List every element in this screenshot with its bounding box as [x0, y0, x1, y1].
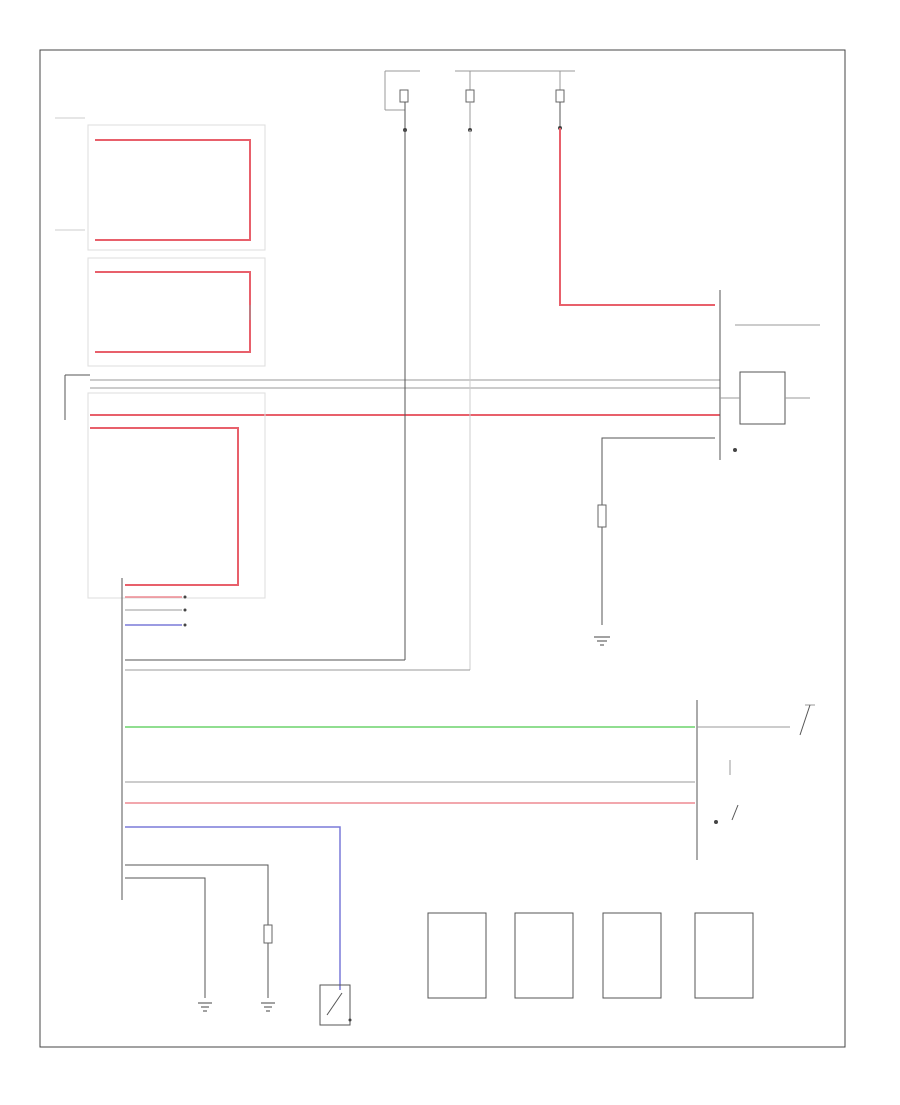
relay-icon — [348, 1018, 352, 1022]
diagram-frame — [39, 49, 846, 1048]
ground-3 — [125, 864, 275, 1012]
fuse-icon — [399, 89, 409, 103]
engine-control-module — [55, 117, 266, 251]
hot-fuse-2 — [455, 70, 490, 132]
resistor-icon — [597, 504, 607, 528]
ground-1 — [594, 437, 715, 646]
tire-pressure-sensor-lr — [602, 912, 662, 999]
tire-pressure-sensor-rf — [514, 912, 574, 999]
fuse-icon — [465, 89, 475, 103]
fuse-icon — [555, 89, 565, 103]
ground-2 — [125, 877, 212, 1012]
combination-meter — [719, 290, 820, 460]
hot-fuse-3 — [490, 70, 575, 130]
body-control-module — [121, 578, 187, 900]
hot-fuse-1 — [384, 70, 420, 132]
access-control-unit — [64, 374, 720, 599]
tire-pressure-sensor-lf — [427, 912, 487, 999]
abs-control-module — [55, 229, 266, 367]
tire-pressure-receiver — [696, 700, 815, 860]
wire-blue — [125, 826, 341, 990]
resistor-icon — [263, 924, 273, 944]
tire-pressure-sensor-rr — [694, 912, 754, 999]
ignition-relay — [319, 984, 352, 1026]
wire-fuse3-meter — [559, 128, 715, 306]
